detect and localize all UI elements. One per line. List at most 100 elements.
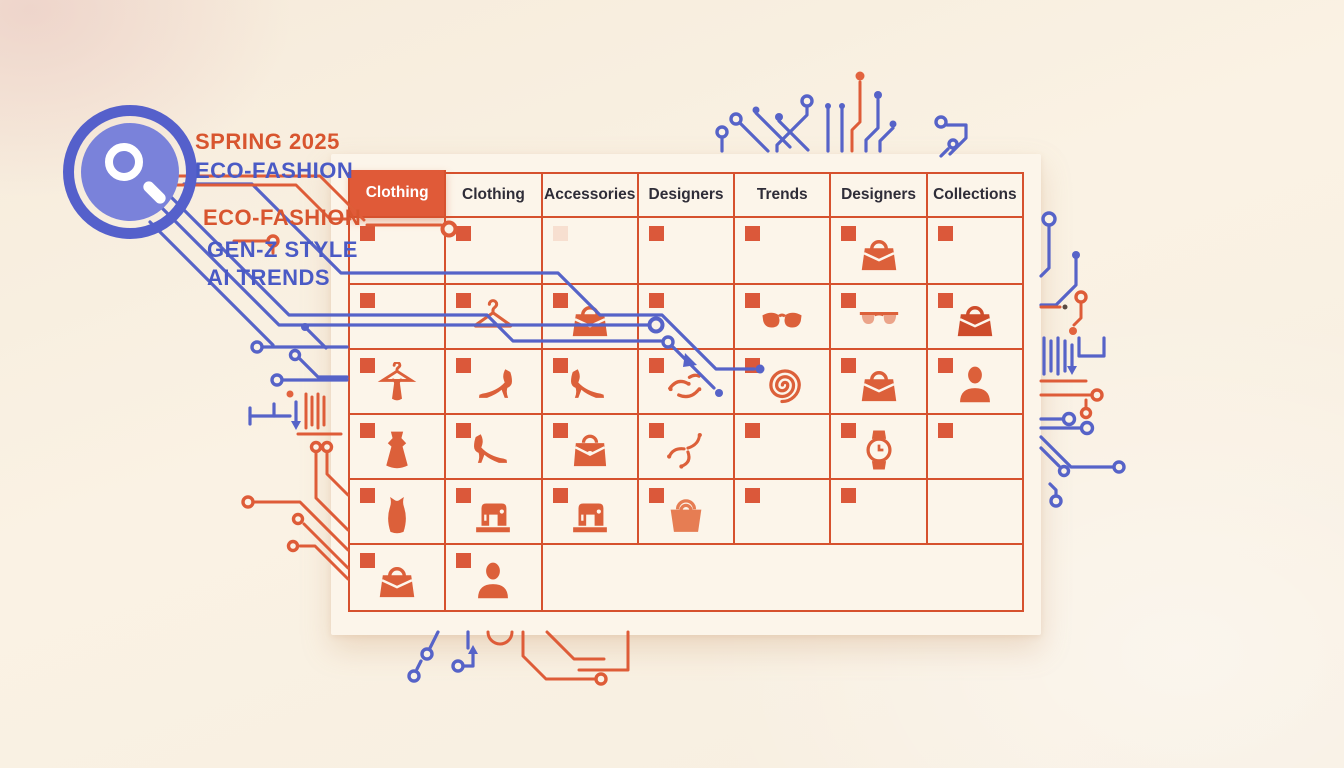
swirl-arrows-icon	[663, 362, 709, 408]
magnifier-lens	[105, 143, 143, 181]
cell-marker	[552, 226, 568, 241]
column-header-6-designers[interactable]: Designers	[831, 174, 928, 218]
table-cell-r1c3[interactable]	[542, 218, 639, 285]
cell-marker	[841, 423, 857, 438]
table-cell-r3c4[interactable]	[638, 350, 736, 415]
table-cell-r1c2[interactable]	[446, 218, 543, 285]
cell-marker	[841, 226, 857, 241]
pinwheel-icon	[663, 427, 709, 473]
cell-marker	[456, 488, 472, 503]
table-cell-r3c2[interactable]	[446, 350, 543, 415]
table-cell-r1c5[interactable]	[735, 218, 832, 285]
table-cell-r5c7[interactable]	[927, 480, 1024, 545]
cell-marker	[841, 358, 857, 373]
table-cell-r1c1[interactable]	[350, 218, 447, 285]
table-cell-r2c3[interactable]	[542, 285, 639, 350]
table-cell-r2c4[interactable]	[638, 285, 736, 350]
cell-marker	[360, 226, 375, 241]
table-cell-r2c6[interactable]	[831, 285, 928, 350]
table-cell-r3c6[interactable]	[831, 350, 928, 415]
high-heel-icon	[567, 362, 613, 408]
handbag-icon	[856, 231, 902, 277]
table-cell-r4c7[interactable]	[927, 415, 1024, 480]
cell-marker	[552, 488, 568, 503]
table-cell-r3c5[interactable]	[735, 350, 832, 415]
table-cell-r2c5[interactable]	[735, 285, 832, 350]
dress-on-hanger-icon	[374, 362, 420, 408]
search-term-gen-z-style[interactable]: GEN-Z STYLE	[207, 237, 358, 262]
sunglasses-outline-icon	[856, 297, 902, 343]
search-term-ai-trends[interactable]: AI TRENDS	[207, 265, 331, 290]
table-cell-r6c2[interactable]	[446, 545, 543, 612]
cell-marker	[360, 423, 375, 438]
cell-marker	[745, 423, 761, 438]
table-cell-r1c4[interactable]	[638, 218, 736, 285]
sewing-machine-icon	[567, 492, 613, 538]
table-cell-r5c4[interactable]	[638, 480, 736, 545]
table-cell-r5c6[interactable]	[831, 480, 928, 545]
search-term-spring-2025[interactable]: SPRING 2025	[195, 129, 340, 154]
cell-marker	[456, 226, 472, 241]
table-cell-r2c7[interactable]	[927, 285, 1024, 350]
table-cell-r2c1[interactable]	[350, 285, 447, 350]
column-header-2-clothing[interactable]: Clothing	[446, 174, 543, 218]
table-cell-r3c1[interactable]	[350, 350, 447, 415]
search-badge[interactable]	[63, 105, 197, 239]
handbag-icon	[374, 558, 420, 604]
cell-marker	[456, 553, 472, 568]
cell-marker	[360, 293, 375, 308]
table-cell-r4c6[interactable]	[831, 415, 928, 480]
table-cell-r4c4[interactable]	[638, 415, 736, 480]
cell-marker	[745, 358, 761, 373]
column-header-7-collections[interactable]: Collections	[927, 174, 1024, 218]
search-term-eco-fashion[interactable]: ECO-FASHION	[203, 205, 362, 230]
table-cell-r1c6[interactable]	[831, 218, 928, 285]
table-cell-r4c5[interactable]	[735, 415, 832, 480]
cell-marker	[360, 358, 375, 373]
search-term-eco-fashion[interactable]: ECO-FASHION	[195, 158, 354, 183]
column-header-5-trends[interactable]: Trends	[735, 174, 832, 218]
cell-marker	[841, 293, 857, 308]
table-cell-r5c3[interactable]	[542, 480, 639, 545]
magnifier-handle	[141, 179, 168, 206]
handbag-icon	[856, 362, 902, 408]
table-cell-r5c2[interactable]	[446, 480, 543, 545]
person-icon	[470, 558, 516, 604]
cell-marker	[745, 293, 761, 308]
cell-marker	[360, 553, 375, 568]
cell-marker	[937, 358, 953, 373]
handbag-icon	[567, 297, 613, 343]
cell-marker	[745, 226, 761, 241]
cell-marker	[648, 293, 664, 308]
table-cell-r4c1[interactable]	[350, 415, 447, 480]
table-cell-r4c3[interactable]	[542, 415, 639, 480]
table-cell-r1c7[interactable]	[927, 218, 1024, 285]
sunglasses-icon	[759, 297, 805, 343]
tote-bag-icon	[663, 492, 709, 538]
cell-marker	[937, 226, 953, 241]
column-header-4-designers[interactable]: Designers	[638, 174, 736, 218]
slim-dress-icon	[374, 492, 420, 538]
cell-marker	[552, 358, 568, 373]
cell-marker	[648, 423, 664, 438]
table-cell-r5c5[interactable]	[735, 480, 832, 545]
cell-marker	[456, 358, 472, 373]
magnifier-icon	[81, 123, 179, 221]
table-cell-r2c2[interactable]	[446, 285, 543, 350]
cell-marker	[937, 293, 953, 308]
dress-icon	[374, 427, 420, 473]
table-cell-r6c3[interactable]	[542, 545, 1024, 612]
column-header-3-accessories[interactable]: Accessories	[542, 174, 639, 218]
satchel-icon	[567, 427, 613, 473]
table-cell-r3c7[interactable]	[927, 350, 1024, 415]
column-header-1-clothing[interactable]: Clothing	[350, 170, 447, 218]
table-cell-r4c2[interactable]	[446, 415, 543, 480]
sewing-machine-icon	[470, 492, 516, 538]
high-heel-icon	[470, 362, 516, 408]
table-cell-r5c1[interactable]	[350, 480, 447, 545]
cell-marker	[937, 423, 953, 438]
table-cell-r3c3[interactable]	[542, 350, 639, 415]
person-icon	[952, 362, 998, 408]
table-cell-r6c1[interactable]	[350, 545, 447, 612]
